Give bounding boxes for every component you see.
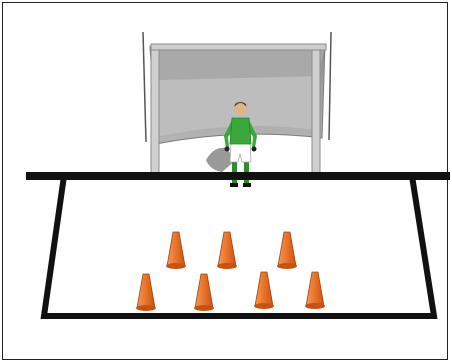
goal-left-post [151,46,159,174]
field [26,172,450,316]
cone [217,232,237,269]
cone [166,232,186,269]
cones [136,232,325,311]
goal-line [26,172,450,180]
goalkeeper-right-boot [243,183,251,187]
goalkeeper-right-glove [252,147,257,152]
goal-right-post-line [329,32,331,140]
goal-left-post-line [143,32,146,142]
cone [136,274,156,311]
penalty-area-box [44,176,434,316]
cone [277,232,297,269]
goalkeeper-shirt [230,118,251,144]
goalkeeper-left-boot [230,183,238,187]
cone [254,272,274,309]
goal-crossbar [151,44,326,50]
cone [194,274,214,311]
goal-right-post [312,44,320,174]
cone [305,272,325,309]
goalkeeper-left-glove [225,147,230,152]
goalkeeper-shorts [230,142,251,162]
